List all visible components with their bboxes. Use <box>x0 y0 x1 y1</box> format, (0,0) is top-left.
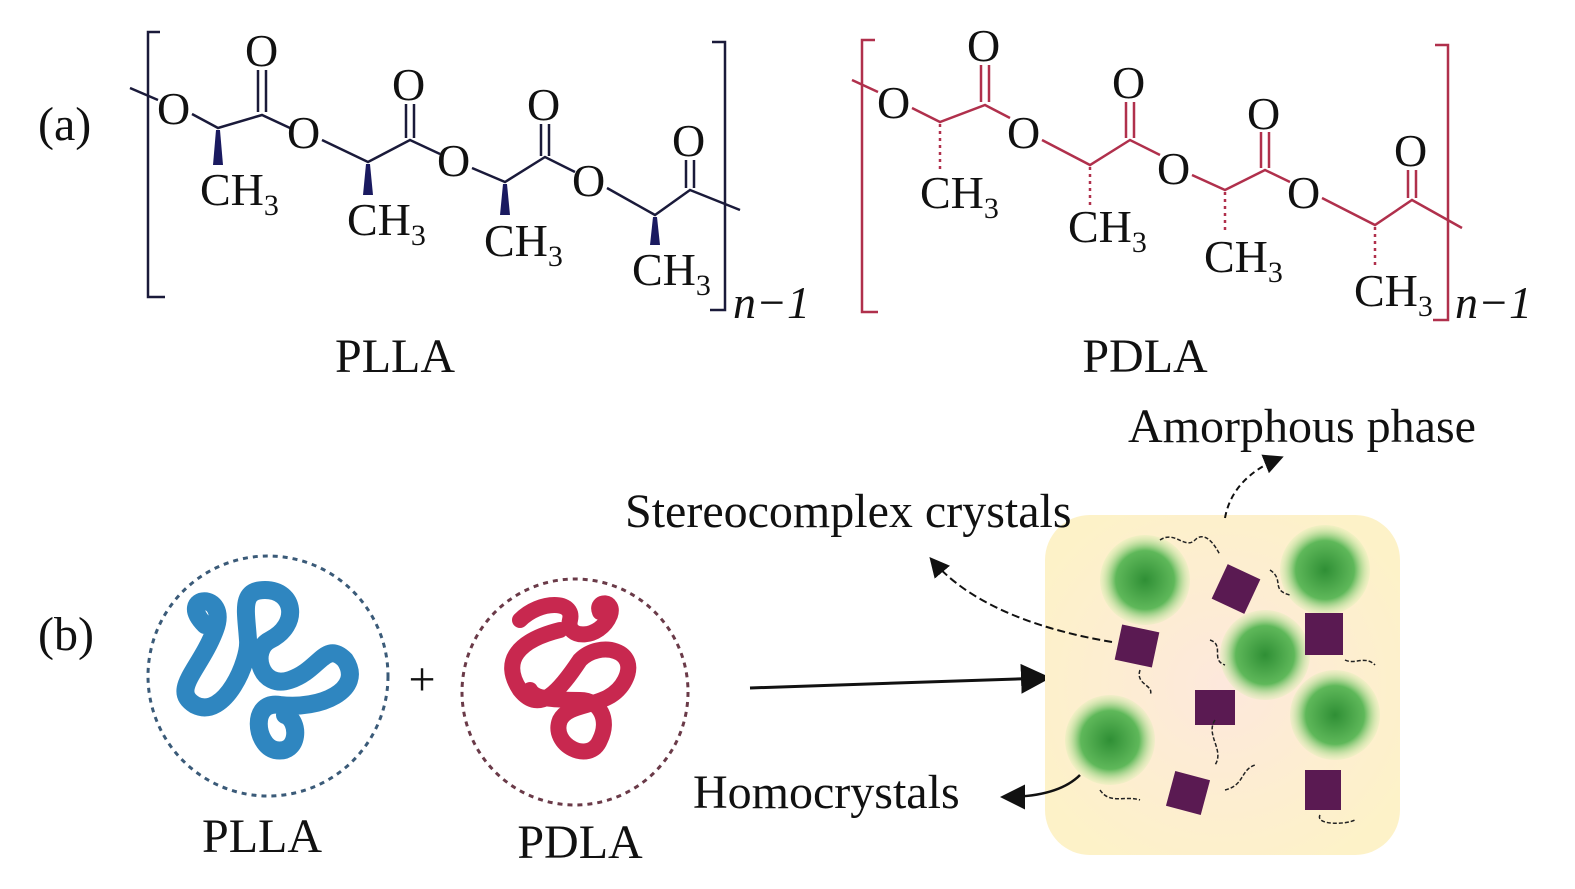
oxygen-atom: O <box>877 77 910 128</box>
homocrystal <box>1100 535 1190 625</box>
oxygen-atom: O <box>572 155 605 206</box>
carbonyl-oxygen: O <box>1112 57 1145 108</box>
methyl-group: CH3 <box>632 244 711 302</box>
homocrystal <box>1290 670 1380 760</box>
repeat-subscript: n−1 <box>733 277 810 328</box>
carbonyl-oxygen: O <box>672 115 705 166</box>
amorphous-arrow <box>1224 454 1284 519</box>
wedge-bond <box>213 130 223 165</box>
methyl-group: CH3 <box>347 194 426 252</box>
right-bracket <box>1433 43 1450 322</box>
stereocomplex-blend <box>1045 515 1400 855</box>
repeat-subscript: n−1 <box>1455 277 1532 328</box>
stereocomplex-block <box>1211 564 1261 614</box>
panel-a-label: (a) <box>38 98 91 151</box>
homocrystals-label: Homocrystals <box>693 766 960 819</box>
pdla-boundary-circle <box>460 577 690 807</box>
methyl-group: CH3 <box>1068 201 1147 259</box>
carbonyl-oxygen: O <box>1247 88 1280 139</box>
pdla-structure: O O O O O O O O CH3 CH3 CH3 CH3 n−1 PDLA <box>851 20 1532 383</box>
pdla-chain-coil <box>504 595 637 760</box>
stereocomplex-block <box>1305 613 1343 655</box>
stereocomplex-crystals-label: Stereocomplex crystals <box>625 485 1072 538</box>
carbonyl-oxygen: O <box>392 59 425 110</box>
left-bracket <box>860 38 878 314</box>
plla-boundary-circle <box>146 554 390 798</box>
stereocomplex-block <box>1195 690 1235 725</box>
stereocomplex-block <box>1114 624 1160 668</box>
methyl-group: CH3 <box>920 167 999 225</box>
oxygen-atom: O <box>1007 107 1040 158</box>
oxygen-atom: O <box>157 83 190 134</box>
carbonyl-oxygen: O <box>245 25 278 76</box>
methyl-group: CH3 <box>200 164 279 222</box>
stereocomplex-block <box>1305 770 1341 810</box>
panel-b-label: (b) <box>38 608 94 661</box>
plla-structure-label: PLLA <box>335 330 455 383</box>
pdla-coil-label: PDLA <box>517 816 643 869</box>
pdla-structure-label: PDLA <box>1082 330 1208 383</box>
methyl-group: CH3 <box>484 215 563 273</box>
methyl-group: CH3 <box>1204 231 1283 289</box>
plla-coil-label: PLLA <box>202 810 322 863</box>
oxygen-atom: O <box>1287 167 1320 218</box>
blend-arrow <box>749 663 1051 694</box>
stereocomplex-arrow <box>929 556 1113 643</box>
plla-coil: PLLA <box>146 554 390 863</box>
amorphous-chain <box>1099 535 1376 825</box>
plla-chain-coil <box>176 580 359 760</box>
carbonyl-oxygen: O <box>1394 125 1427 176</box>
homocrystal <box>1220 610 1310 700</box>
carbonyl-oxygen: O <box>527 79 560 130</box>
stereocomplex-block <box>1165 770 1211 816</box>
left-bracket <box>146 30 165 299</box>
homocrystals-arrow <box>1000 774 1081 810</box>
crystal-cluster <box>1065 525 1380 825</box>
plus-sign: + <box>408 653 435 706</box>
amorphous-phase-label: Amorphous phase <box>1128 400 1476 453</box>
homocrystal <box>1280 525 1370 615</box>
methyl-group: CH3 <box>1354 265 1433 323</box>
oxygen-atom: O <box>1157 143 1190 194</box>
homocrystal <box>1065 695 1155 785</box>
plla-structure: O O O O O O O O CH3 CH3 CH3 CH3 n−1 PLLA <box>129 25 810 383</box>
pdla-coil: PDLA <box>460 577 690 869</box>
carbonyl-oxygen: O <box>967 20 1000 71</box>
right-bracket <box>710 40 727 312</box>
oxygen-atom: O <box>437 135 470 186</box>
oxygen-atom: O <box>287 107 320 158</box>
